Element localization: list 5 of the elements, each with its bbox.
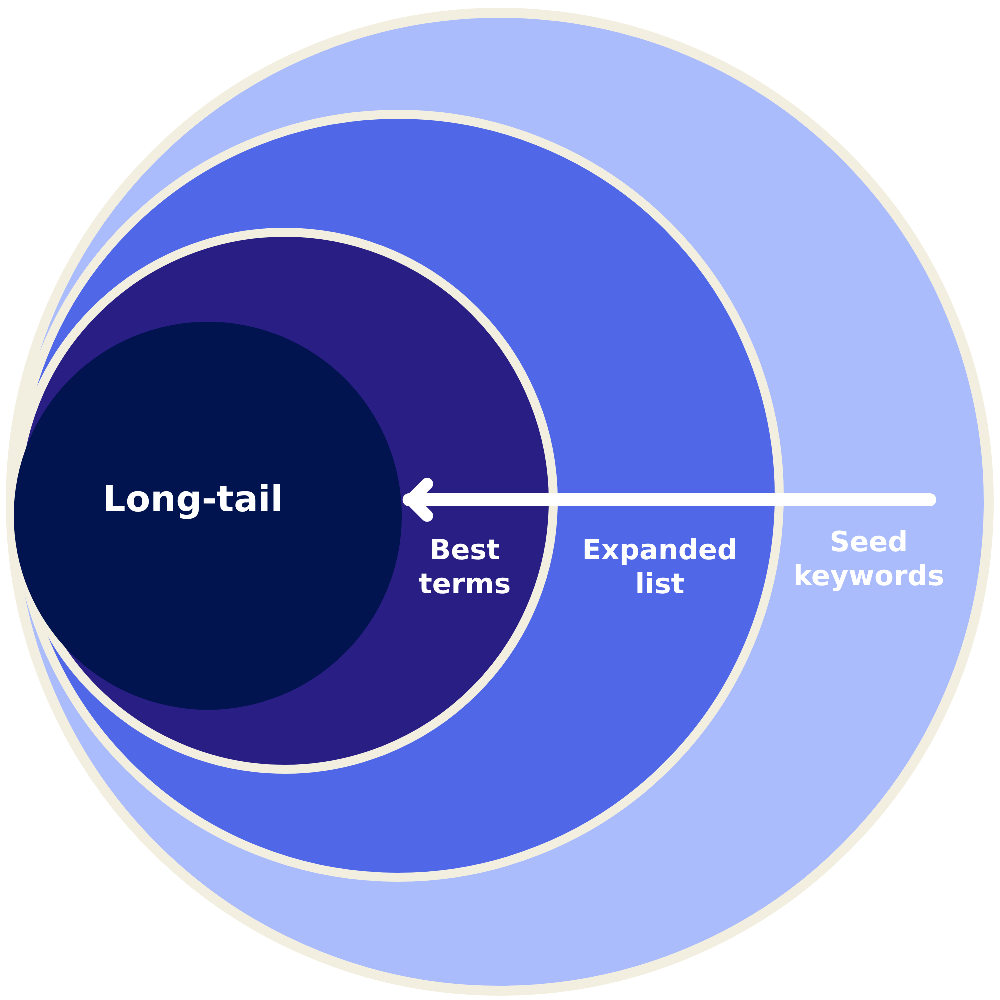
ring-label: Long-tail [102, 478, 284, 522]
ring-label: Expanded list [581, 533, 739, 601]
ring-label: Best terms [418, 533, 512, 601]
ring-label: Seed keywords [792, 525, 946, 593]
arrow [402, 478, 936, 522]
